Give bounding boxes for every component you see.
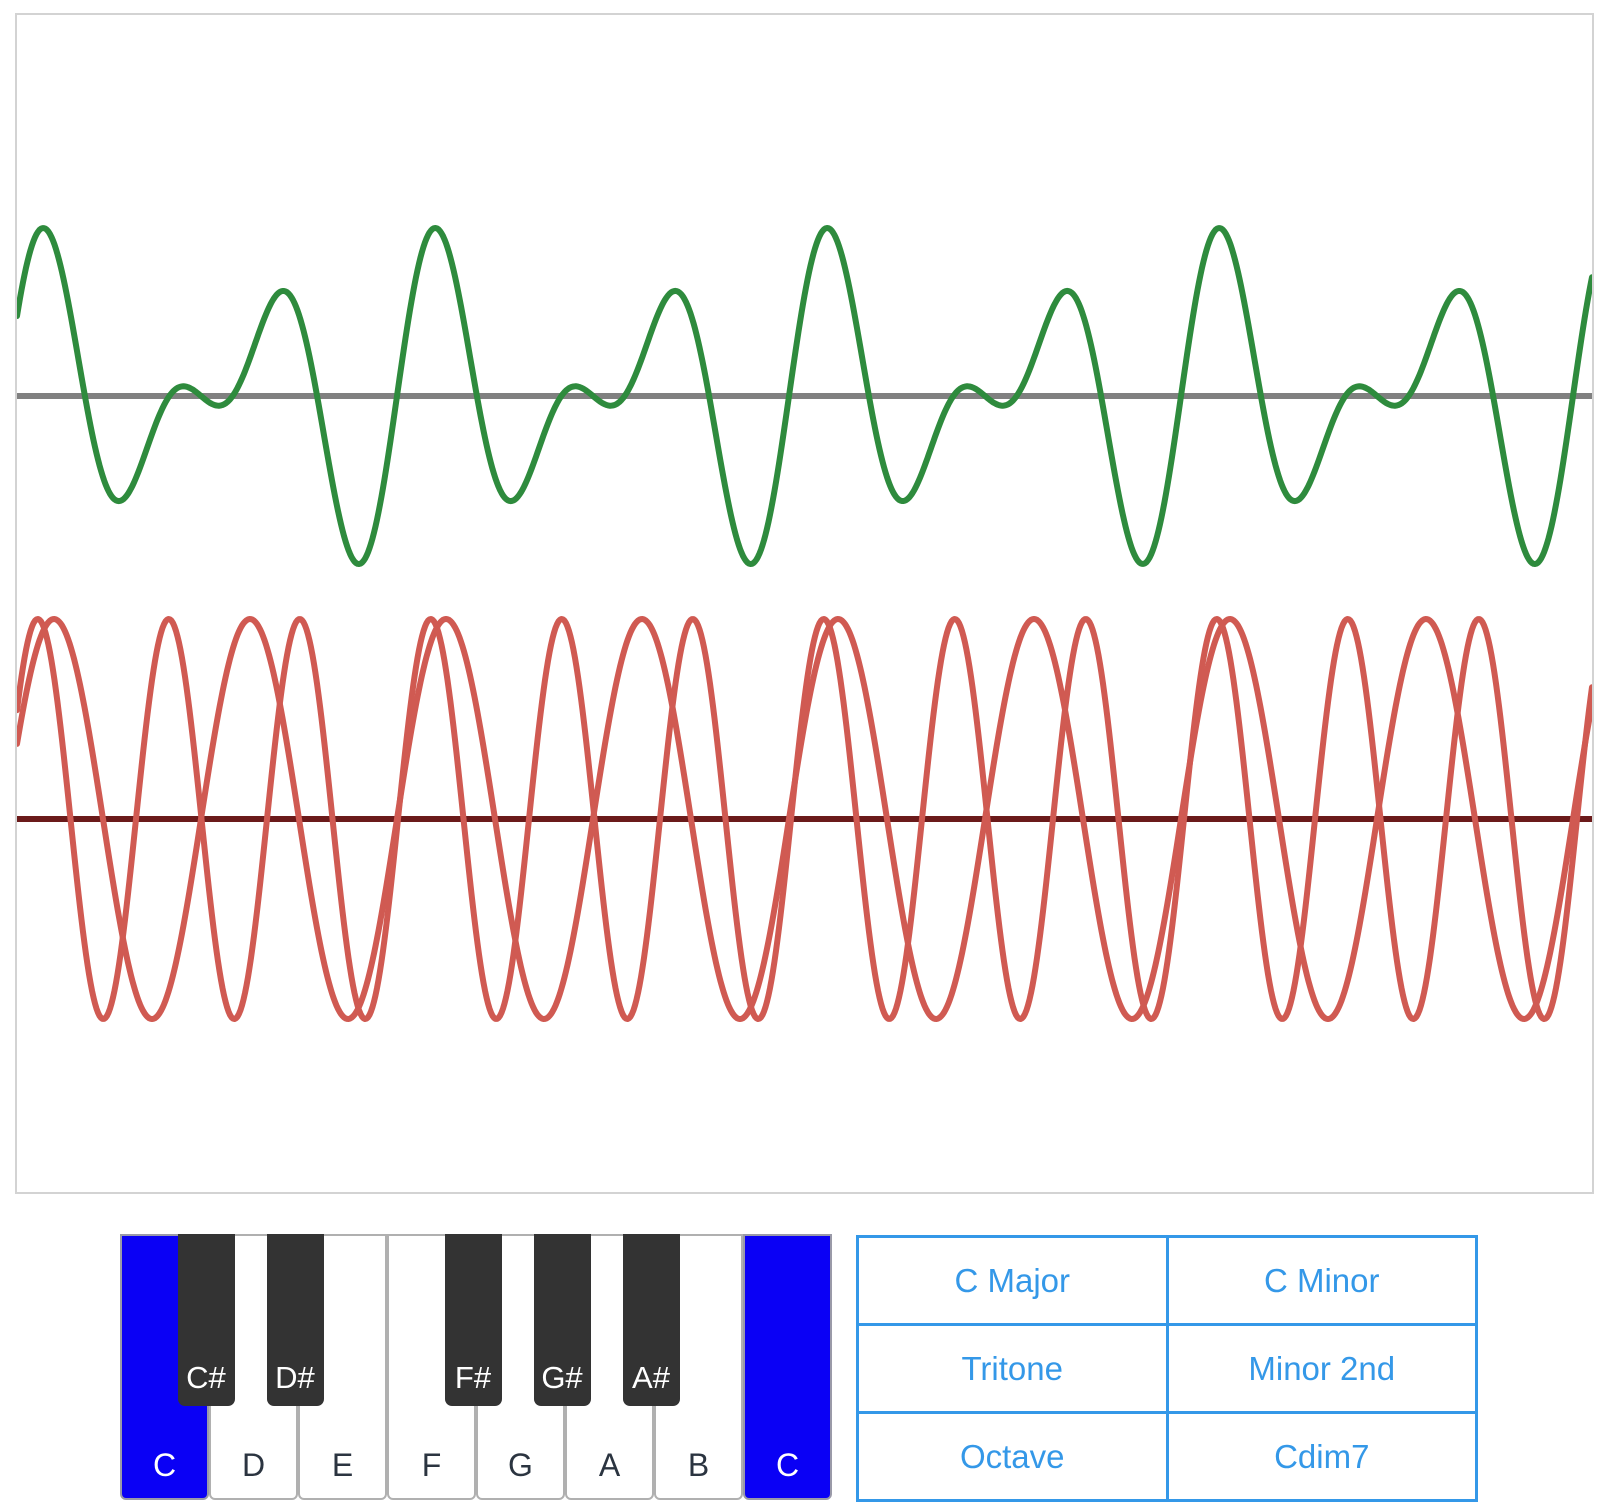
piano-key-label: C [152, 1447, 177, 1483]
piano-white-key-c-7[interactable]: C [743, 1234, 832, 1500]
waveform-display [15, 13, 1594, 1194]
piano-key-label: D [241, 1447, 266, 1483]
piano-key-label: F# [454, 1360, 492, 1395]
piano-black-key-asharp[interactable]: A# [622, 1234, 680, 1406]
chord-button-minor-2nd[interactable]: Minor 2nd [1165, 1323, 1478, 1414]
piano-key-label: D# [275, 1360, 315, 1395]
piano-key-label: G# [541, 1360, 583, 1395]
piano-key-label: C [775, 1447, 800, 1483]
composite-waveform [17, 225, 1592, 567]
chord-button-octave[interactable]: Octave [856, 1411, 1169, 1502]
piano-key-label: G [508, 1447, 533, 1483]
piano-key-label: F [421, 1447, 442, 1483]
chord-button-c-minor[interactable]: C Minor [1165, 1235, 1478, 1326]
piano-black-key-csharp[interactable]: C# [177, 1234, 235, 1406]
piano-key-label: C# [186, 1360, 226, 1395]
chord-button-tritone[interactable]: Tritone [856, 1323, 1169, 1414]
waveform-svg [17, 225, 1592, 1022]
component-waveform-2 [17, 616, 1592, 1022]
piano-black-key-fsharp[interactable]: F# [444, 1234, 502, 1406]
piano-key-label: A# [632, 1360, 670, 1395]
chord-button-c-major[interactable]: C Major [856, 1235, 1169, 1326]
piano-key-label: B [687, 1447, 710, 1483]
chord-button-cdim7[interactable]: Cdim7 [1165, 1411, 1478, 1502]
piano-keyboard[interactable]: C D E F G A B C C# D# F# G# A# [120, 1234, 832, 1500]
piano-key-label: A [598, 1447, 621, 1483]
piano-black-key-gsharp[interactable]: G# [533, 1234, 591, 1406]
piano-key-label: E [331, 1447, 354, 1483]
piano-black-key-dsharp[interactable]: D# [266, 1234, 324, 1406]
